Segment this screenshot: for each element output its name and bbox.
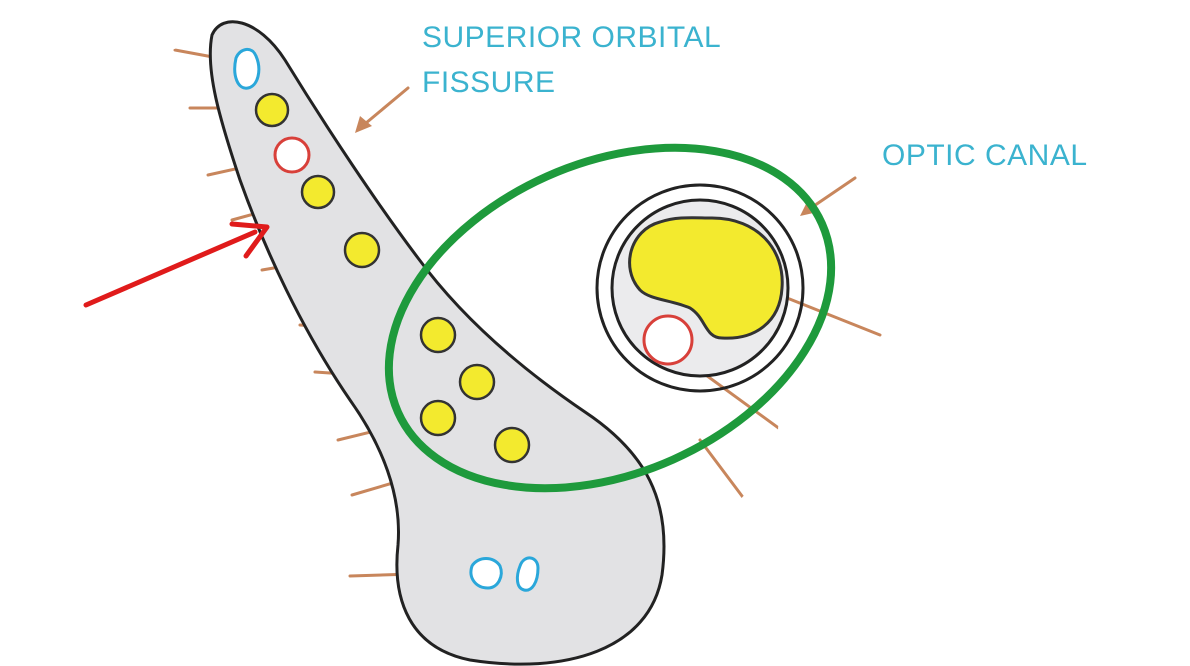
inferior-ophthalmic-vein-2	[515, 556, 540, 592]
nerve-circle	[419, 316, 457, 354]
leader-line	[358, 86, 410, 130]
superior-ophthalmic-vein	[233, 48, 261, 90]
nerve-circle	[458, 363, 496, 401]
nerve-circle	[300, 174, 336, 210]
redaction-box	[0, 0, 190, 50]
lacrimal-artery-ring	[273, 136, 311, 174]
redaction-box	[0, 265, 262, 325]
redaction-box	[0, 68, 180, 148]
redaction-box	[895, 312, 1138, 382]
leader-line	[698, 438, 747, 502]
ophthalmic-artery	[642, 314, 694, 366]
red-arrow-icon	[83, 221, 270, 308]
redaction-box	[735, 488, 1135, 553]
nerve-circle	[493, 426, 531, 464]
fissure-leader-arrowhead	[355, 116, 372, 133]
optic-canal-label: OPTIC CANAL	[882, 139, 1088, 172]
redaction-box	[778, 402, 1178, 462]
redaction-box	[0, 320, 284, 405]
optic-canal-outer-ring	[595, 183, 805, 393]
superior-orbital-fissure-label-line2: FISSURE	[422, 66, 556, 99]
redaction-box	[0, 195, 222, 275]
optic-nerve	[628, 216, 784, 340]
superior-orbital-fissure-label-line1: SUPERIOR ORBITAL	[422, 21, 721, 54]
redaction-box	[0, 130, 200, 200]
redaction-box	[0, 465, 335, 540]
nerve-circle	[419, 399, 457, 437]
redaction-box	[0, 405, 312, 467]
nerve-circle	[254, 92, 290, 128]
redaction-box	[0, 540, 322, 592]
nerves	[254, 92, 531, 464]
annulus-of-zinn-ring	[384, 143, 836, 493]
redacted-labels	[0, 0, 1178, 592]
nerve-circle	[343, 231, 381, 269]
inferior-ophthalmic-vein-1	[469, 557, 503, 590]
